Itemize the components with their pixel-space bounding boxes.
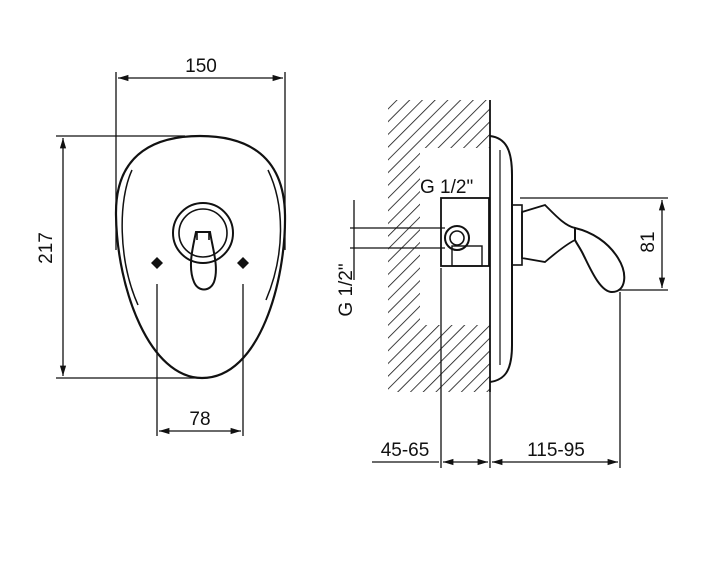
wall-hatch	[388, 100, 490, 392]
outlet-port-outer	[444, 225, 470, 251]
screw-right-icon	[237, 257, 249, 269]
stem-flange	[511, 204, 523, 266]
cover-plate-right-curve	[265, 169, 282, 301]
cover-plate-outline	[114, 134, 287, 380]
spacing-label: 78	[189, 409, 210, 430]
handle-outer-ring	[172, 202, 234, 264]
thread-top-label: G 1/2"	[420, 177, 473, 198]
lever-handle-icon	[189, 231, 217, 291]
projection-label: 115-95	[527, 440, 585, 461]
screw-left-icon	[151, 257, 163, 269]
cover-plate-left-curve	[121, 169, 139, 306]
depth-label: 45-65	[381, 440, 430, 461]
height81-label: 81	[638, 231, 659, 252]
front-view: 150 217 78	[36, 56, 287, 436]
side-view: 81 G 1/2" G 1/2" 45-65 115-95	[336, 100, 668, 468]
handle-base	[521, 203, 576, 263]
width-label: 150	[185, 56, 217, 77]
cover-plate-side	[489, 135, 513, 383]
thread-left-label: G 1/2"	[336, 263, 357, 316]
lever-side-icon	[574, 226, 626, 294]
lever-neck	[196, 232, 210, 240]
height-label: 217	[36, 232, 57, 264]
handle-inner-ring	[178, 208, 228, 258]
outlet-port-inner	[449, 230, 465, 246]
